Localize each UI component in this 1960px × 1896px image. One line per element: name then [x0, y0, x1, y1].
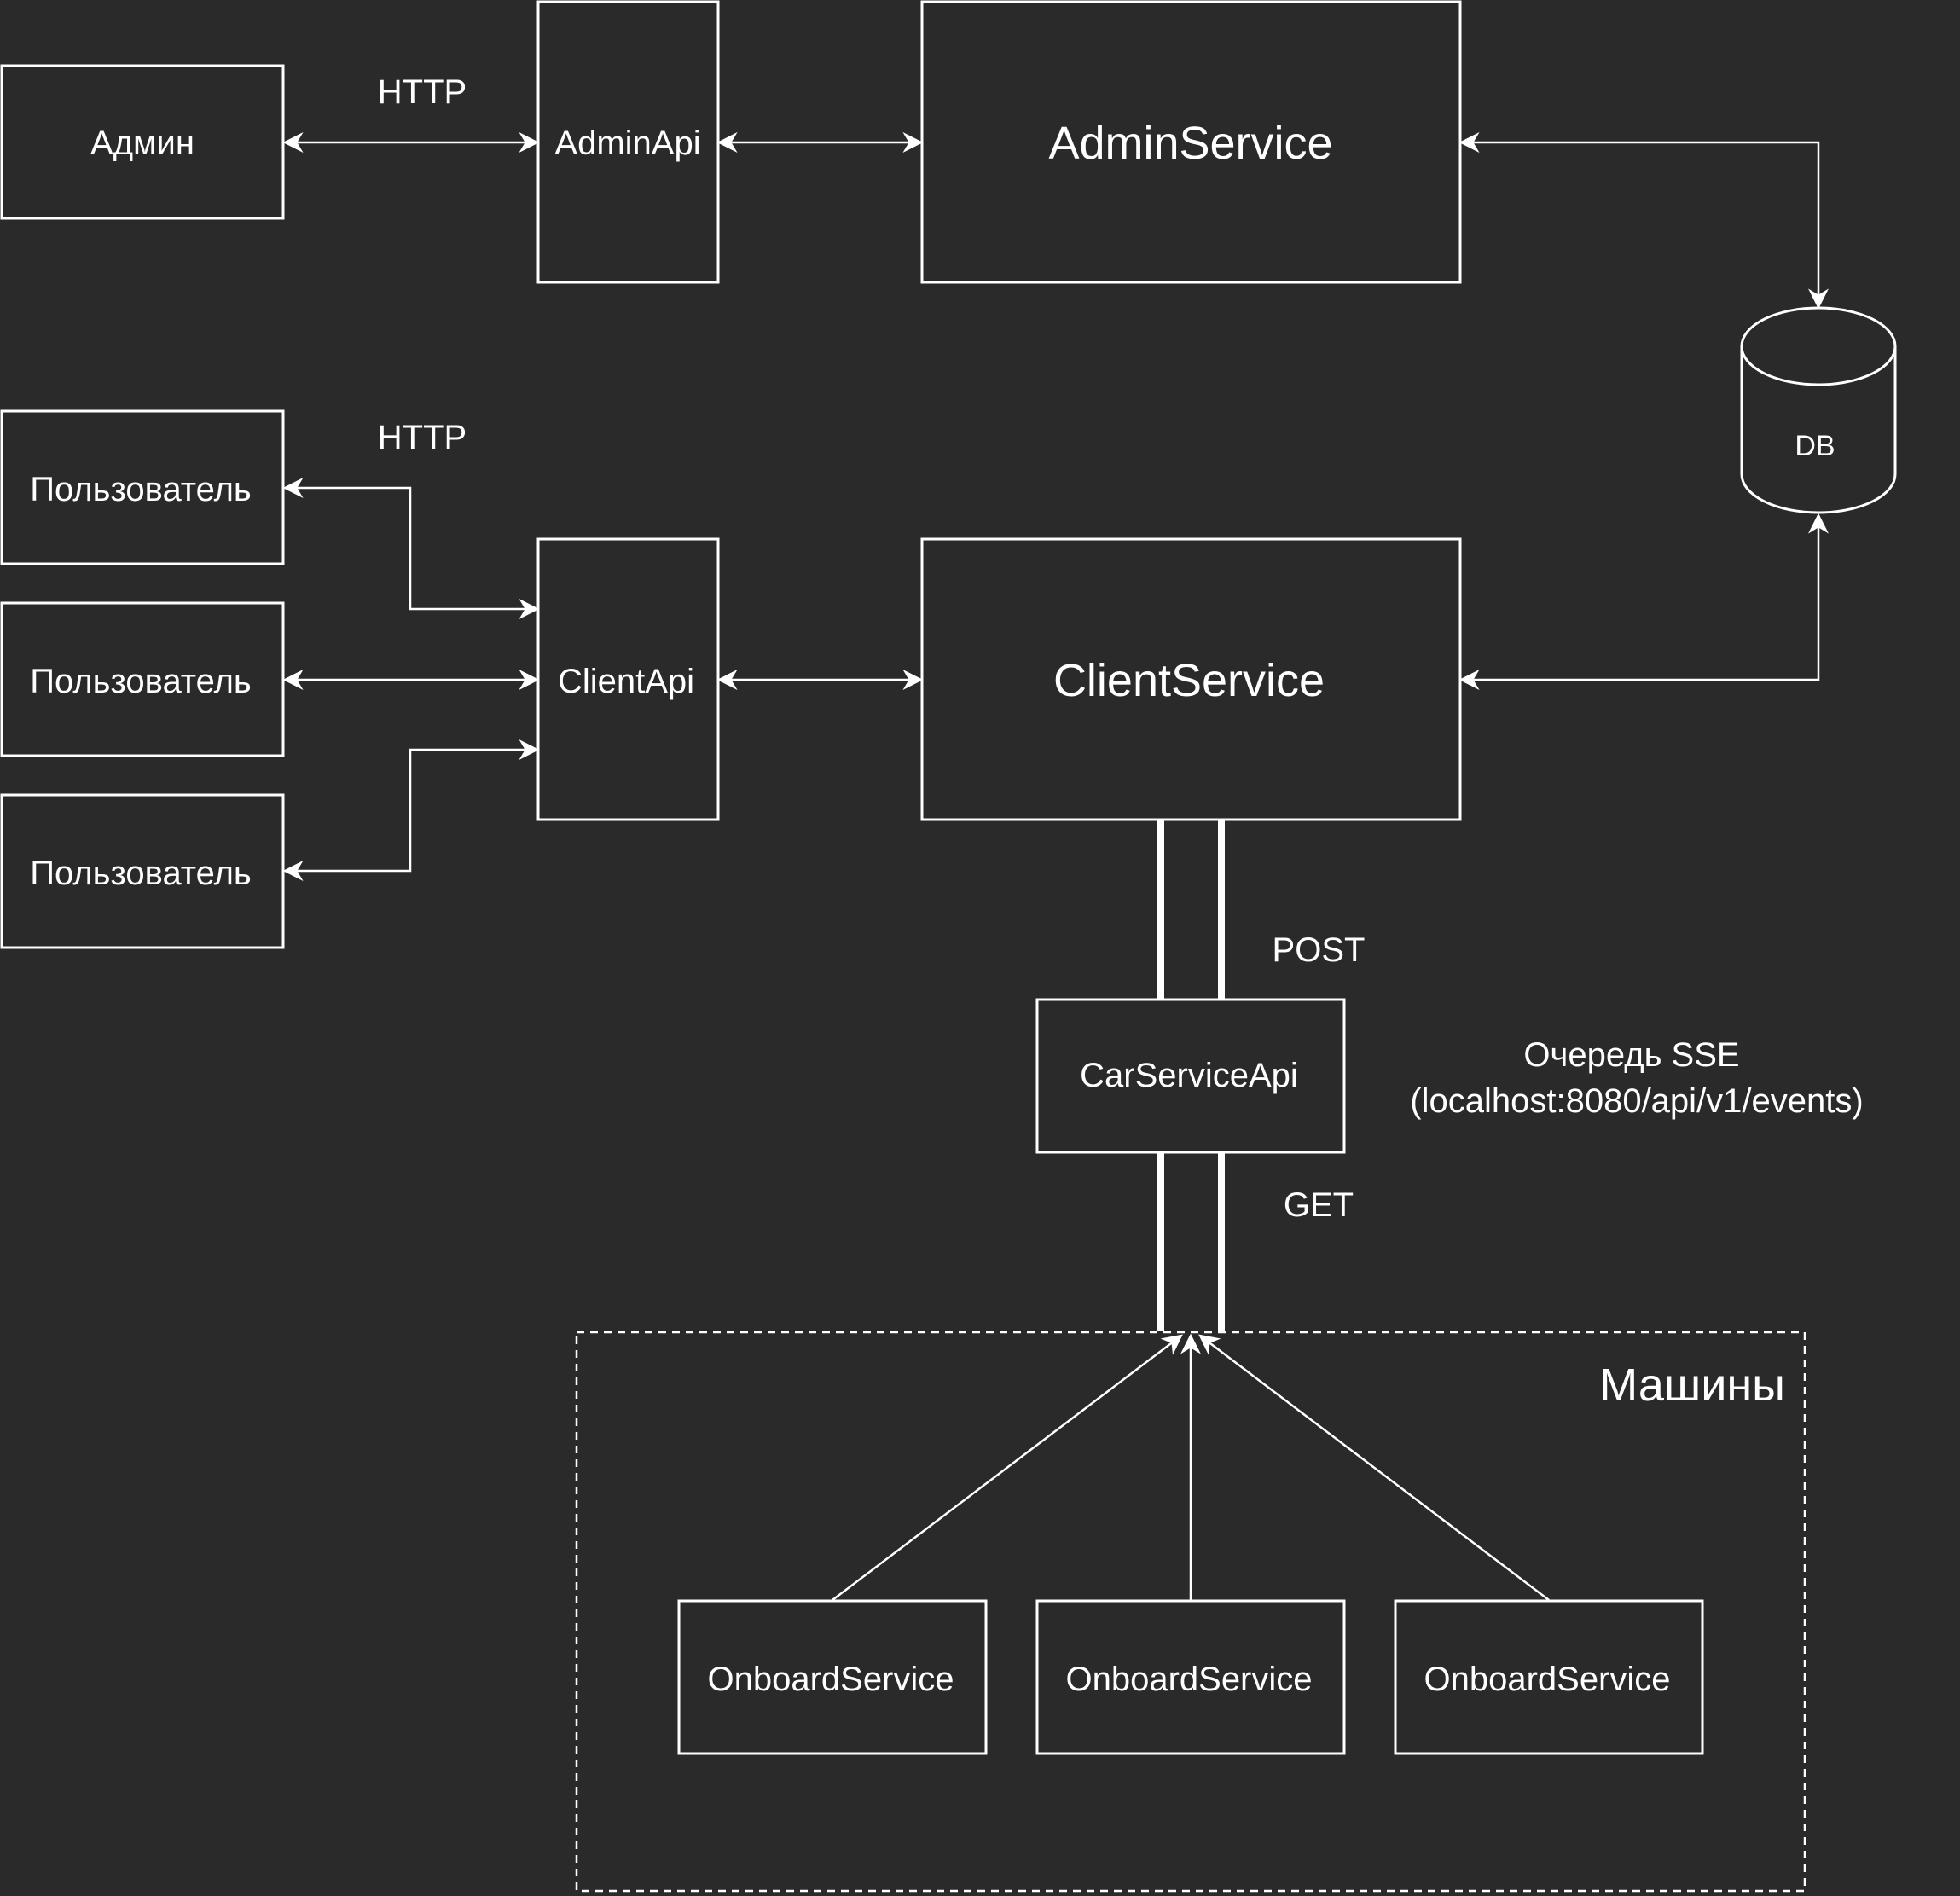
node-user-1[interactable]: Пользователь: [0, 409, 285, 565]
edge-adminservice-db: [1458, 132, 1829, 310]
edge-onboard1-queue: [832, 1334, 1183, 1601]
node-user-3-label: Пользователь: [30, 855, 252, 892]
node-onboard-3-label: OnboardService: [1424, 1661, 1670, 1698]
node-admin-service-label: AdminService: [1048, 118, 1332, 169]
node-admin-api-label: AdminApi: [554, 125, 700, 162]
node-admin-api[interactable]: AdminApi: [536, 0, 720, 284]
edge-label-http-admin: HTTP: [378, 73, 467, 111]
node-car-service-api-label: CarServiceApi: [1080, 1057, 1298, 1094]
edge-label-get: GET: [1284, 1186, 1354, 1224]
node-client-service[interactable]: ClientService: [920, 537, 1462, 821]
node-admin-service[interactable]: AdminService: [920, 0, 1462, 284]
node-client-api-label: ClientApi: [558, 663, 694, 700]
edge-label-http-client: HTTP: [378, 419, 467, 456]
node-onboard-2-label: OnboardService: [1065, 1661, 1312, 1698]
sse-queue-label-line1: Очередь SSE: [1523, 1036, 1739, 1074]
node-user-2[interactable]: Пользователь: [0, 601, 285, 757]
node-user-3[interactable]: Пользователь: [0, 793, 285, 949]
node-admin-label: Админ: [90, 125, 194, 162]
node-client-service-label: ClientService: [1053, 655, 1325, 706]
node-db[interactable]: DB: [1740, 306, 1897, 514]
edge-user3-clientapi: [282, 739, 540, 881]
cars-group-label: Машины: [1599, 1360, 1785, 1411]
edge-onboard3-queue: [1198, 1334, 1550, 1601]
node-onboard-1[interactable]: OnboardService: [677, 1599, 988, 1755]
node-onboard-3[interactable]: OnboardService: [1394, 1599, 1704, 1755]
node-user-1-label: Пользователь: [30, 471, 252, 508]
edge-clientservice-db: [1458, 513, 1829, 690]
node-onboard-2[interactable]: OnboardService: [1035, 1599, 1346, 1755]
node-client-api[interactable]: ClientApi: [536, 537, 720, 821]
edge-user1-clientapi: [282, 478, 540, 619]
node-user-2-label: Пользователь: [30, 663, 252, 700]
node-car-service-api[interactable]: CarServiceApi: [1035, 998, 1346, 1154]
cars-group: [575, 1331, 1806, 1893]
node-db-label: DB: [1795, 430, 1835, 462]
node-onboard-1-label: OnboardService: [707, 1661, 954, 1698]
edge-label-post: POST: [1273, 931, 1366, 969]
sse-queue-label-line2: (localhost:8080/api/v1/events): [1410, 1082, 1863, 1120]
node-admin[interactable]: Админ: [0, 64, 285, 220]
